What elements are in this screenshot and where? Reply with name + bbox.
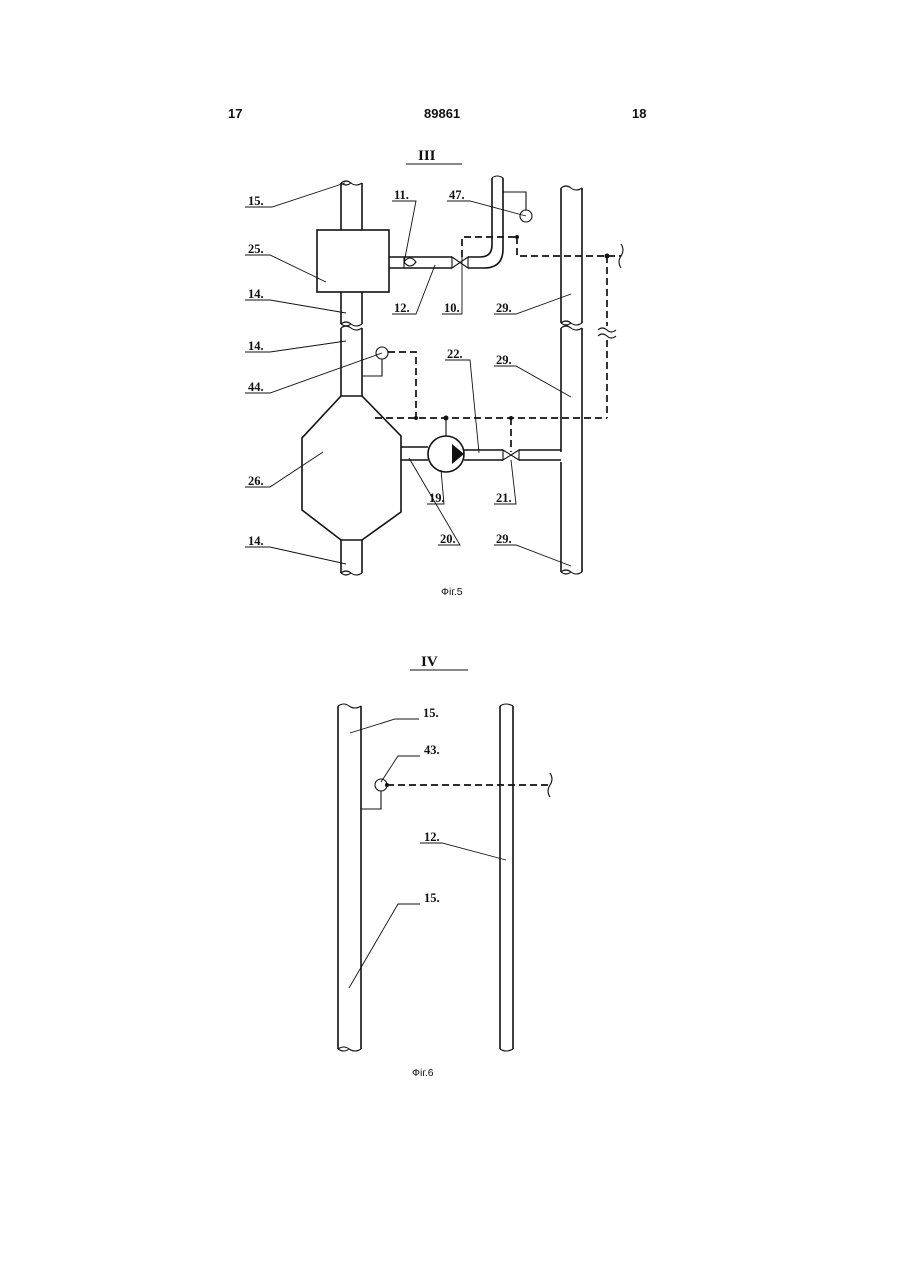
label-12-fig6: 12.: [424, 830, 440, 844]
pipe-15-fig6: [338, 704, 361, 1051]
label-47: 47.: [449, 188, 465, 202]
figure-6-caption: Фіг.6: [412, 1067, 434, 1079]
label-20: 20.: [440, 532, 456, 546]
label-44: 44.: [248, 380, 264, 394]
pipe-12-fig6: [500, 704, 513, 1051]
section-mark-iii: III: [418, 148, 436, 164]
pipe-22: [464, 450, 503, 460]
label-22: 22.: [447, 347, 463, 361]
sensor-44: [362, 347, 388, 376]
label-14-c: 14.: [248, 534, 264, 548]
label-11: 11.: [394, 188, 409, 202]
figure-5-caption: Фіг.5: [441, 586, 463, 598]
label-26: 26.: [248, 474, 264, 488]
figure-6: IV: [338, 654, 552, 1079]
pump-19: [428, 418, 464, 472]
sensor-47: [503, 192, 532, 222]
label-29-b: 29.: [496, 353, 512, 367]
label-19: 19.: [429, 491, 445, 505]
pipe-29-lower: [561, 326, 582, 574]
labels-fig5: 15. 11. 47. 25. 14. 12. 10. 29. 14. 22. …: [248, 188, 512, 548]
label-43: 43.: [424, 743, 440, 757]
label-15: 15.: [248, 194, 264, 208]
pipe-14-upper: [341, 292, 362, 326]
label-25: 25.: [248, 242, 264, 256]
label-14-b: 14.: [248, 339, 264, 353]
pipe-15: [341, 181, 362, 230]
pipe-14-lower: [341, 540, 362, 575]
sensor-43: [361, 773, 552, 809]
label-10: 10.: [444, 301, 460, 315]
labels-fig6: 15. 43. 12. 15.: [423, 706, 440, 905]
label-29-a: 29.: [496, 301, 512, 315]
label-15-bottom: 15.: [424, 891, 440, 905]
pipe-20: [401, 447, 428, 460]
pipe-12: [389, 257, 452, 268]
section-mark-iv: IV: [421, 654, 438, 670]
block-25: [317, 230, 389, 292]
bent-pipe: [468, 176, 503, 268]
label-29-c: 29.: [496, 532, 512, 546]
pipe-to-29: [519, 450, 561, 460]
leaders-fig5: [245, 183, 571, 566]
leaders-fig6: [349, 719, 506, 988]
label-14-a: 14.: [248, 287, 264, 301]
label-12: 12.: [394, 301, 410, 315]
label-15-top: 15.: [423, 706, 439, 720]
label-21: 21.: [496, 491, 512, 505]
valve-10: [452, 257, 468, 268]
figure-5: III: [245, 148, 623, 598]
